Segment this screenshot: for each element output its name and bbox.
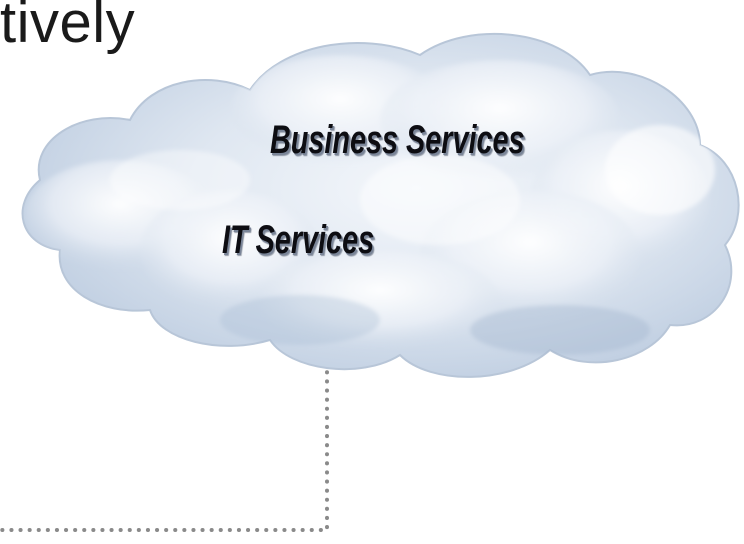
cloud-shape [21,32,740,378]
business-services-label: Business Services [270,118,525,162]
it-services-label: IT Services [222,218,375,262]
slide-title-fragment: tively [0,0,136,55]
connector-line [0,343,329,532]
